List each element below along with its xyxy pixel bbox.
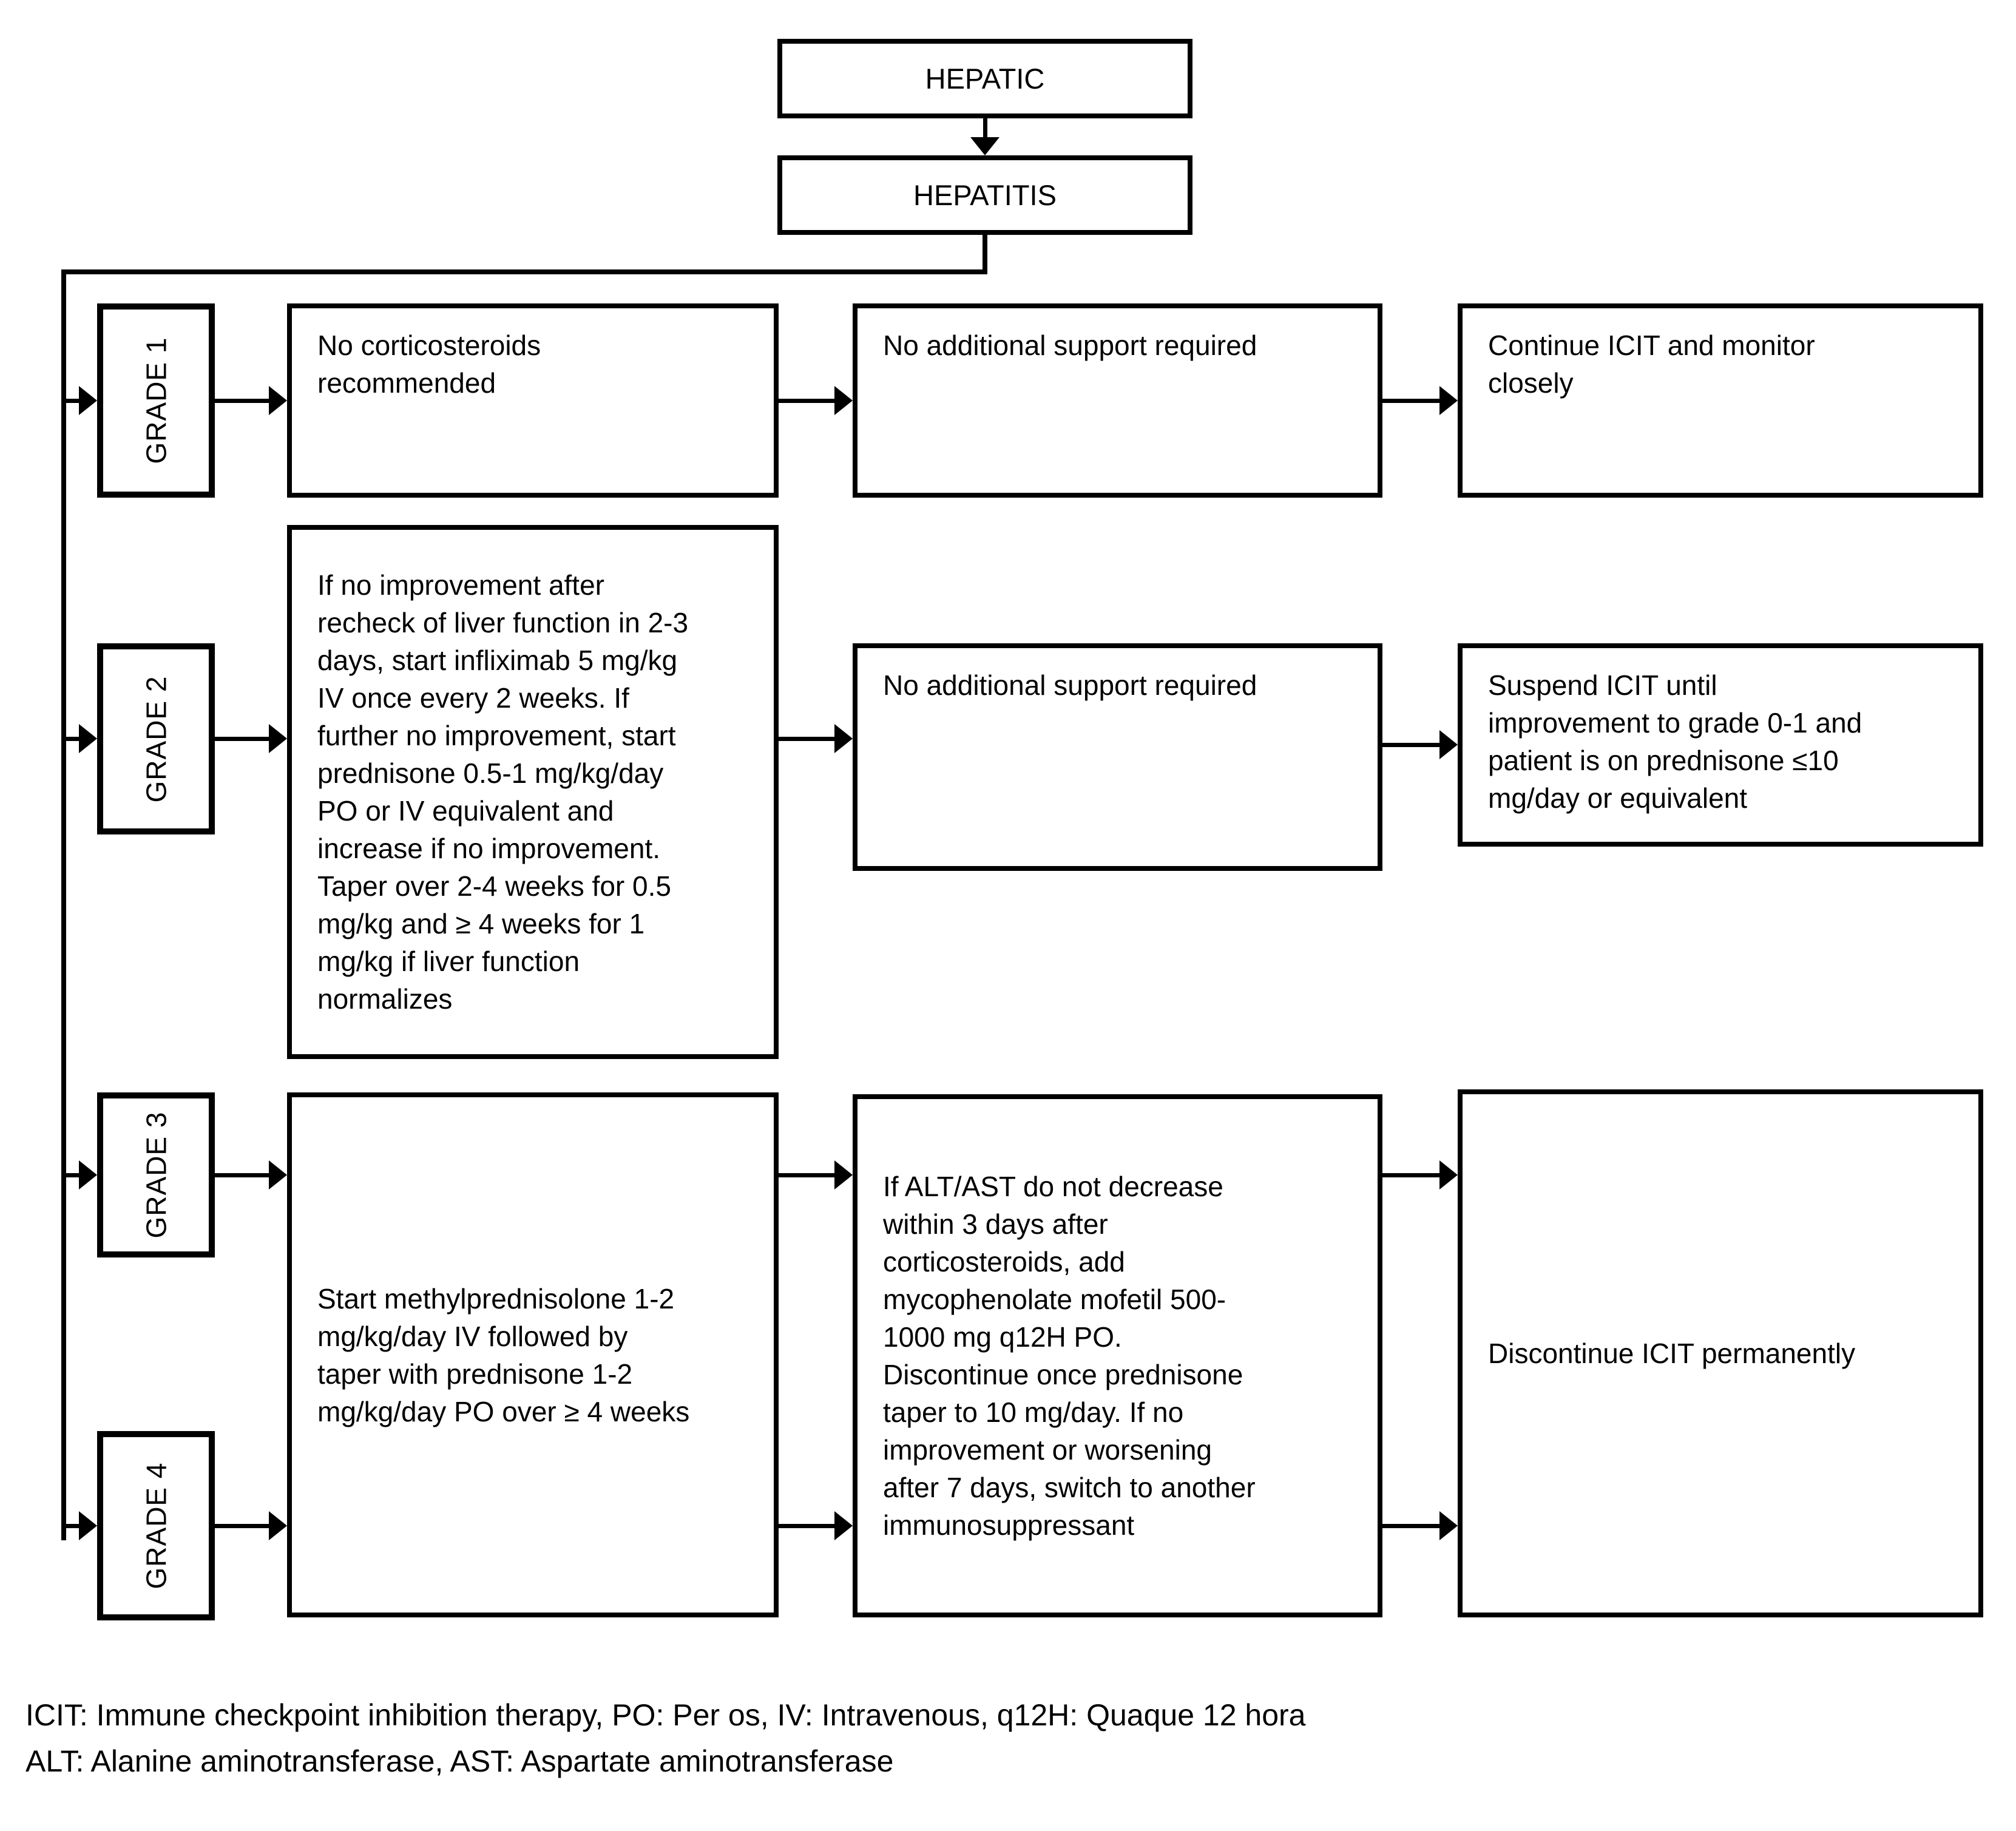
grade-2-outcome-text: Suspend ICIT until improvement to grade … (1488, 669, 1862, 814)
flow-arrow-right (1382, 1511, 1458, 1540)
flow-arrow-right (66, 1511, 97, 1540)
grade-3-4-outcome-box: Discontinue ICIT permanently (1458, 1089, 1983, 1617)
grade-2-support-box: No additional support required (853, 643, 1382, 871)
grade-2-box: GRADE 2 (97, 643, 215, 834)
abbreviation-legend: ICIT: Immune checkpoint inhibition thera… (25, 1692, 1305, 1784)
grade-1-support-text: No additional support required (883, 330, 1257, 361)
grade-3-4-treatment-box: Start methylprednisolone 1-2 mg/kg/day I… (287, 1092, 779, 1617)
flow-arrow-right (215, 724, 287, 753)
grade-3-label: GRADE 3 (140, 1111, 172, 1239)
grade-3-4-outcome-text: Discontinue ICIT permanently (1488, 1338, 1856, 1369)
grade-2-label: GRADE 2 (140, 675, 172, 802)
grade-2-support-text: No additional support required (883, 669, 1257, 701)
hepatitis-label: HEPATITIS (913, 179, 1057, 211)
grade-4-label: GRADE 4 (140, 1462, 172, 1589)
flow-arrow-right (779, 386, 853, 415)
hepatic-label: HEPATIC (925, 63, 1045, 95)
grade-1-treatment-text: No corticosteroids recommended (317, 330, 541, 399)
grade-1-support-box: No additional support required (853, 303, 1382, 498)
legend-line-1: ICIT: Immune checkpoint inhibition thera… (25, 1698, 1306, 1732)
flow-arrow-right (779, 724, 853, 753)
flow-arrow-right (1382, 730, 1458, 759)
grade-1-box: GRADE 1 (97, 303, 215, 498)
grade-1-label: GRADE 1 (140, 337, 172, 464)
flow-arrow-right (215, 1511, 287, 1540)
hepatitis-box: HEPATITIS (777, 155, 1192, 235)
grade-3-box: GRADE 3 (97, 1092, 215, 1257)
grade-1-outcome-text: Continue ICIT and monitor closely (1488, 330, 1815, 399)
connector-vertical-segment (983, 235, 987, 272)
grade-3-4-support-box: If ALT/AST do not decrease within 3 days… (853, 1094, 1382, 1617)
grade-4-box: GRADE 4 (97, 1431, 215, 1620)
flow-arrow-right (66, 386, 97, 415)
grade-1-outcome-box: Continue ICIT and monitor closely (1458, 303, 1983, 498)
grade-1-treatment-box: No corticosteroids recommended (287, 303, 779, 498)
flow-arrow-right (66, 1160, 97, 1190)
grade-trunk-line (61, 269, 66, 1540)
flow-arrow-right (215, 1160, 287, 1190)
grade-3-4-support-text: If ALT/AST do not decrease within 3 days… (883, 1171, 1256, 1541)
hepatic-box: HEPATIC (777, 39, 1192, 118)
flow-arrow-right (1382, 386, 1458, 415)
grade-2-treatment-box: If no improvement after recheck of liver… (287, 525, 779, 1059)
flow-arrow-right (215, 386, 287, 415)
down-arrow-hepatic-to-hepatitis (970, 118, 1000, 155)
grade-2-treatment-text: If no improvement after recheck of liver… (317, 569, 689, 1015)
grade-3-4-treatment-text: Start methylprednisolone 1-2 mg/kg/day I… (317, 1282, 690, 1427)
flow-arrow-right (1382, 1160, 1458, 1190)
grade-2-outcome-box: Suspend ICIT until improvement to grade … (1458, 643, 1983, 847)
connector-horizontal-segment (61, 269, 987, 274)
flow-arrow-right (779, 1511, 853, 1540)
flow-arrow-right (66, 724, 97, 753)
flow-arrow-right (779, 1160, 853, 1190)
legend-line-2: ALT: Alanine aminotransferase, AST: Aspa… (25, 1744, 894, 1778)
